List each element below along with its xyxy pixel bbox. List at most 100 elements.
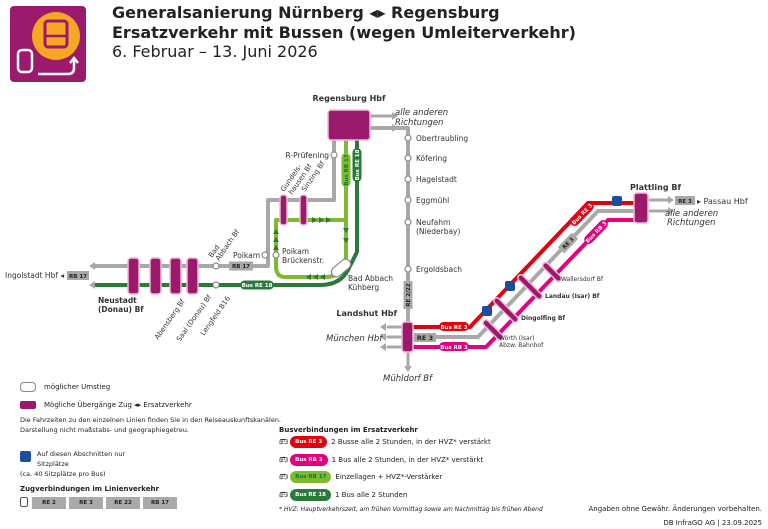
muehldorf-label: Mühldorf Bf [383,374,434,384]
wallersdorf-label: Wallersdorf Bf [561,276,604,283]
sinzing-box[interactable] [299,194,308,226]
direction-arrows [273,217,349,280]
title-line-2: Ersatzverkehr mit Bussen (wegen Umleiter… [112,23,576,42]
richtungen-label-east-1: alle anderen [665,209,718,219]
sitz-line-1: Auf diesen Abschnitten nur Sitzplätze [37,450,126,468]
re3-tag: RE 3 [417,334,433,342]
transfer-box-icon [20,401,36,409]
footnote: * HVZ: Hauptverkehrszeit, am frühen Vorm… [279,506,543,513]
woerth-box [482,319,504,341]
landshut-label: Landshut Hbf [336,309,397,318]
richtungen-label-east-2: Richtungen [667,218,715,228]
legend-note: Die Fahrzeiten zu den einzelnen Linien f… [20,415,281,435]
station-label: (Niederbay) [416,227,460,236]
bus-rb17-tag: Bus RB 17 [344,154,350,185]
bus-re18-tag-vertical: Bus RE 18 [355,149,361,180]
richtungen-label-north-1: alle anderen [395,108,448,118]
rb17-tag: RB 17 [232,264,250,270]
station-label: Hagelstadt [416,175,457,184]
station-label: Obertraubling [416,134,468,143]
dingolfing-label: Dingolfing Bf [521,315,565,322]
ingolstadt-rb17-tag: RB 17 [69,274,87,280]
neustadt-label-2: (Donau) Bf [98,305,144,314]
bus-tag: Bus RB 17 [290,471,332,483]
zug-tag: RE 22 [106,497,140,509]
poikam-brueckenstr-label: Poikam [282,247,309,256]
bus-re18-tag: Bus RE 18 [242,283,273,289]
bus-icon: 🚌︎ [279,456,291,464]
neustadt-label: Neustadt [98,296,137,305]
bus-title: Busverbindungen im Ersatzverkehr [279,426,418,434]
disclaimer: Angaben ohne Gewähr. Änderungen vorbehal… [588,505,763,513]
rail-line-west [93,138,336,268]
regensburg-hbf-box[interactable] [327,109,371,141]
muenchen-label: München Hbf [326,334,384,344]
regensburg-label: Regensburg Hbf [313,94,386,103]
date-range: 6. Februar – 13. Juni 2026 [112,42,318,61]
poikam-label: Poikam [233,251,260,260]
bus-text: 2 Busse alle 2 Stunden, in der HVZ* vers… [331,438,491,446]
kuehberg-label-2: Kühberg [348,283,379,292]
landau-box [517,274,543,300]
bus-tag: Bus RE 18 [290,489,331,501]
rail-arrows [368,114,670,368]
bus-icon: 🚌︎ [279,473,291,481]
legend-sitzplaetze: Auf diesen Abschnitten nur Sitzplätze (c… [20,449,142,479]
train-icon [20,497,28,507]
zug-title: Zugverbindungen im Linienverkehr [20,485,159,493]
note-line-2: Darstellung nicht maßstabs- und geograph… [20,426,189,434]
zug-tag: RB 17 [143,497,177,509]
neustadt-box-2[interactable] [149,257,162,295]
legend-uebergaenge-text: Mögliche Übergänge Zug ◂▸ Ersatzverkehr [44,401,192,409]
credit: DB InfraGO AG | 23.09.2025 [663,519,762,527]
station-label: Eggmühl [416,196,449,205]
title-line-1: Generalsanierung Nürnberg ◂▸ Regensburg [112,3,500,22]
bus-tag: Bus RE 3 [290,436,328,448]
bus-replacement-logo [10,6,86,82]
bus-re18-line [93,138,359,287]
rail-line-re3 [411,209,642,339]
dingolfing-box [493,297,519,323]
landshut-hbf-box[interactable] [401,321,414,353]
bus-text: Einzellagen + HVZ*-Verstärker [335,473,443,481]
motorway-icon [20,451,31,462]
plattling-bf-box[interactable] [633,192,649,224]
zug-tag: RE 2 [32,497,66,509]
station-label: Ergoldsbach [416,265,462,274]
gundelshausen-box[interactable] [279,194,288,226]
neustadt-box-1[interactable] [127,257,140,295]
note-line-1: Die Fahrzeiten zu den einzelnen Linien f… [20,416,282,424]
station-label: Neufahrn [416,218,451,227]
legend-umstieg-text: möglicher Umstieg [44,383,111,391]
bus-tag: Bus RB 3 [290,454,328,466]
woerth-label: Wörth (Isar) [499,335,535,342]
abensberg-box[interactable] [169,257,182,295]
re-2-22-tag: RE 2/22 [406,283,412,307]
landau-label: Landau (Isar) Bf [545,293,600,300]
network-map: Bus RE 3 Bus RB 3 RE 3 Bus RE 3 RE 3 Bus… [5,94,748,384]
bus-rb3-tag-diagonal: Bus RB 3 [585,221,609,245]
bus-text: 1 Bus alle 2 Stunden, in der HVZ* verstä… [331,456,484,464]
plattling-re3-tag: RE 3 [678,199,692,205]
saal-box[interactable] [186,257,199,295]
zug-tag: RE 3 [69,497,103,509]
wallersdorf-box [541,261,563,283]
richtungen-label-north-2: Richtungen [395,118,443,128]
sitz-line-2: (ca. 40 Sitzplätze pro Bus) [20,470,106,478]
station-label: Köfering [416,154,447,163]
motorway-icon [482,196,622,316]
bus-rb3-tag: Bus RB 3 [440,345,468,351]
bus-text: 1 Bus alle 2 Stunden [334,491,408,499]
plattling-label: Plattling Bf [630,183,681,192]
ingolstadt-label: Ingolstadt Hbf ◂ [5,271,64,280]
woerth-label-2: Abzw. Bahnhof [499,342,544,349]
poikam-brueckenstr-label-2: Brückenstr. [282,256,324,265]
kuehberg-stop [330,258,352,278]
legend-umstieg: möglicher Umstieg [20,382,110,392]
bus-re3-tag: Bus RE 3 [440,325,467,331]
passau-label: ▸ Passau Hbf [697,197,748,206]
